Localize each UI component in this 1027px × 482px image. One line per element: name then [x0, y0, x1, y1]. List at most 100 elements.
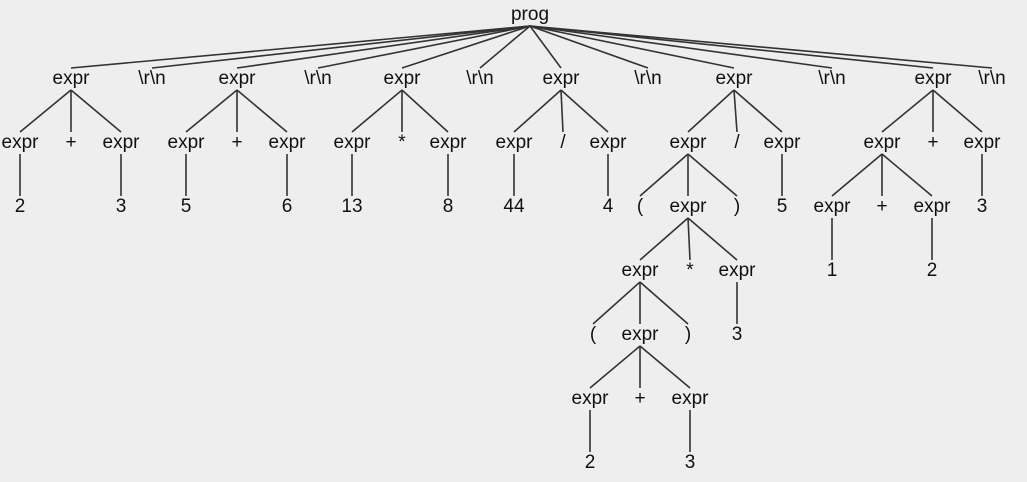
node-newline: \r\n	[304, 68, 331, 89]
node-divide: /	[734, 132, 740, 153]
node-newline: \r\n	[818, 68, 845, 89]
tree-edge	[687, 153, 738, 197]
tree-edge	[733, 89, 738, 133]
node-expr: expr	[719, 260, 757, 281]
tree-edge	[401, 25, 531, 69]
node-number: 2	[15, 196, 26, 217]
tree-edge	[151, 25, 531, 69]
node-expr: expr	[269, 132, 307, 153]
tree-edge	[529, 25, 735, 69]
node-expr: expr	[672, 388, 710, 409]
node-number: 8	[443, 196, 454, 217]
tree-edge	[236, 25, 531, 69]
node-expr: expr	[430, 132, 468, 153]
node-divide: /	[560, 132, 566, 153]
node-expr: expr	[964, 132, 1002, 153]
tree-edge	[185, 89, 238, 133]
tree-edge	[317, 25, 531, 69]
node-prog: prog	[511, 4, 549, 25]
tree-edge	[881, 89, 934, 133]
node-number: 44	[503, 196, 525, 217]
node-expr: expr	[2, 132, 40, 153]
node-newline: \r\n	[634, 68, 661, 89]
node-expr: expr	[168, 132, 206, 153]
node-expr: expr	[590, 132, 628, 153]
node-times: *	[686, 260, 694, 281]
node-expr: expr	[103, 132, 141, 153]
tree-edges	[19, 25, 993, 452]
node-newline: \r\n	[978, 68, 1005, 89]
tree-edge	[401, 89, 449, 133]
tree-edge	[70, 25, 531, 69]
tree-edge	[589, 345, 641, 389]
node-number: 2	[585, 452, 596, 473]
tree-edge	[351, 89, 403, 133]
node-expr: expr	[670, 196, 708, 217]
node-expr: expr	[716, 68, 754, 89]
tree-nodes: prog expr expr 2 + expr 3 \r\n expr expr 5 + expr 6 \r…	[2, 4, 1006, 473]
node-lparen: (	[637, 196, 644, 217]
tree-edge	[687, 217, 691, 261]
node-number: 3	[116, 196, 127, 217]
node-rparen: )	[734, 196, 740, 217]
node-number: 5	[181, 196, 192, 217]
tree-edge	[529, 25, 934, 69]
node-expr: expr	[914, 196, 952, 217]
tree-edge	[687, 217, 738, 261]
node-expr: expr	[864, 132, 902, 153]
node-number: 3	[977, 196, 988, 217]
tree-edge	[529, 25, 649, 69]
tree-edge	[236, 89, 288, 133]
tree-edge	[831, 153, 883, 197]
node-plus: +	[927, 132, 938, 153]
node-expr: expr	[622, 324, 660, 345]
node-expr: expr	[384, 68, 422, 89]
tree-edge	[560, 89, 564, 133]
tree-edge	[639, 281, 689, 325]
node-expr: expr	[814, 196, 852, 217]
node-expr: expr	[219, 68, 257, 89]
node-newline: \r\n	[466, 68, 493, 89]
node-number: 4	[603, 196, 614, 217]
node-number: 6	[282, 196, 293, 217]
node-plus: +	[876, 196, 887, 217]
node-expr: expr	[496, 132, 534, 153]
tree-edge	[881, 153, 933, 197]
node-expr: expr	[334, 132, 372, 153]
tree-edge	[687, 89, 735, 133]
node-expr: expr	[915, 68, 953, 89]
tree-edge	[529, 25, 993, 69]
node-number: 2	[927, 260, 938, 281]
node-rparen: )	[685, 324, 691, 345]
tree-edge	[639, 153, 689, 197]
node-number: 5	[777, 196, 788, 217]
tree-edge	[560, 89, 609, 133]
node-newline: \r\n	[138, 68, 165, 89]
node-number: 1	[827, 260, 838, 281]
tree-edge	[932, 89, 983, 133]
tree-edge	[529, 25, 562, 69]
tree-edge	[639, 345, 691, 389]
node-plus: +	[231, 132, 242, 153]
tree-edge	[19, 89, 72, 133]
node-plus: +	[65, 132, 76, 153]
tree-edge	[592, 281, 641, 325]
node-expr: expr	[764, 132, 802, 153]
tree-edge	[70, 89, 122, 133]
node-number: 13	[341, 196, 362, 217]
tree-edge	[513, 89, 562, 133]
node-expr: expr	[53, 68, 91, 89]
node-lparen: (	[590, 324, 597, 345]
node-plus: +	[634, 388, 645, 409]
node-number: 3	[685, 452, 696, 473]
node-expr: expr	[572, 388, 610, 409]
node-number: 3	[732, 324, 743, 345]
tree-edge	[479, 25, 531, 69]
tree-edge	[529, 25, 833, 69]
node-times: *	[398, 132, 406, 153]
tree-edge	[733, 89, 783, 133]
node-expr: expr	[670, 132, 708, 153]
node-expr: expr	[622, 260, 660, 281]
node-expr: expr	[543, 68, 581, 89]
